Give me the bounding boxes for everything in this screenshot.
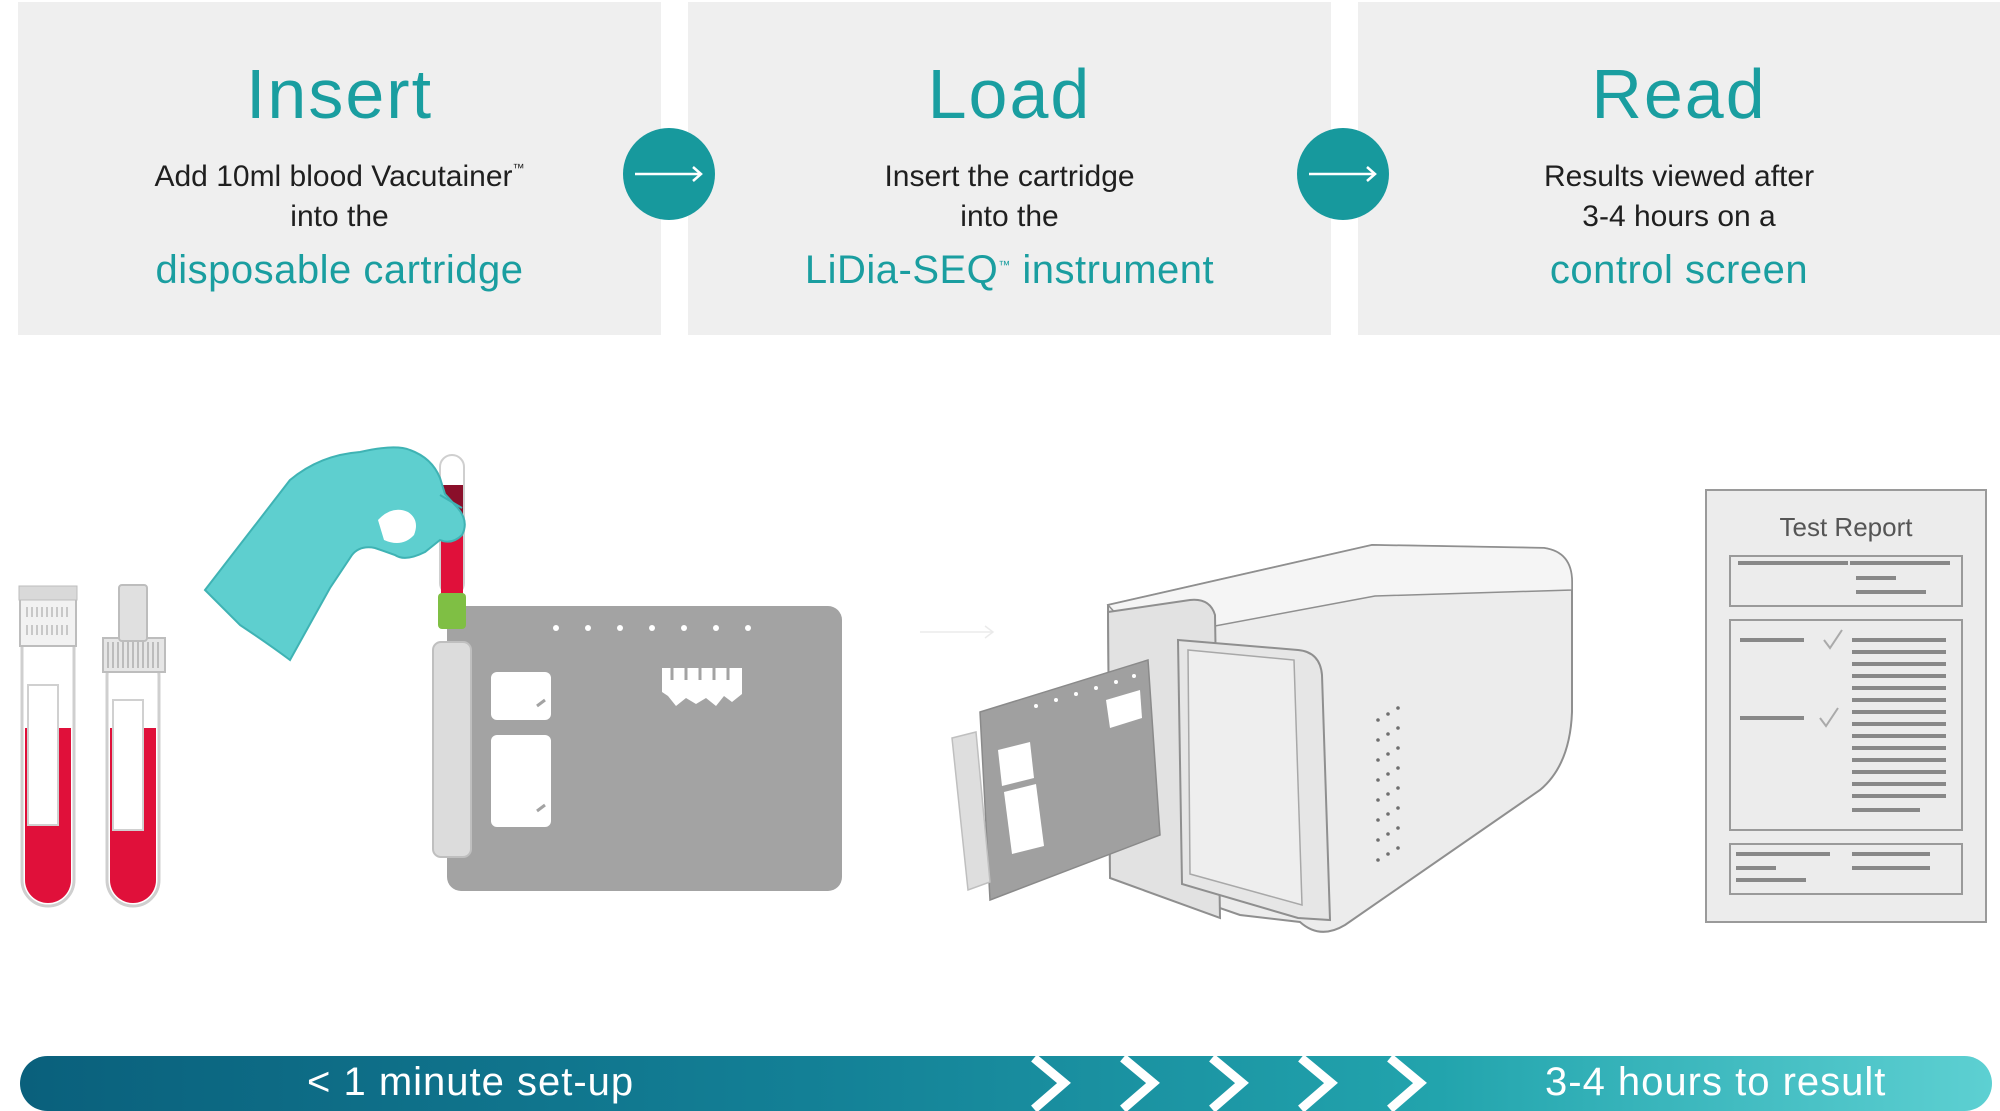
step-title: Insert (245, 55, 434, 133)
blood-tube-icon (102, 584, 166, 908)
test-report-icon: Test Report (1705, 489, 1987, 923)
timeline-right-label: 3-4 hours to result (1545, 1060, 1887, 1104)
step-highlight: disposable cartridge (155, 248, 524, 292)
arrow-right-icon (623, 128, 715, 220)
checkmark-icon (1823, 629, 1843, 650)
timeline-left-label: < 1 minute set-up (307, 1060, 635, 1104)
blood-tube-icon (18, 585, 78, 908)
step-highlight: LiDia-SEQ™ instrument (804, 248, 1215, 292)
step-line2: into the (290, 200, 389, 233)
process-illustration: Test Report (18, 446, 1987, 933)
chevron-right-icon (1031, 1056, 1071, 1111)
report-title: Test Report (1780, 512, 1914, 542)
step-line2: 3-4 hours on a (1582, 200, 1776, 233)
chevron-right-icon (1298, 1056, 1338, 1111)
step-line1: Results viewed after (1543, 160, 1815, 193)
arrow-right-icon (920, 625, 995, 639)
step-title: Read (1591, 55, 1767, 133)
chevron-right-icon (1209, 1056, 1249, 1111)
chevron-right-icon (1120, 1056, 1160, 1111)
timeline-chevrons (1031, 1056, 1427, 1111)
instrument-icon (951, 543, 1573, 933)
step-line1: Add 10ml blood Vacutainer™ (154, 160, 525, 193)
arrow-right-icon (1297, 128, 1389, 220)
checkmark-icon (1819, 707, 1839, 728)
gloved-hand-icon (203, 446, 466, 662)
timeline-bar: < 1 minute set-up 3-4 hours to result (20, 1056, 1992, 1111)
cartridge-icon (432, 606, 842, 891)
step-read-panel: Read Results viewed after 3-4 hours on a… (1358, 2, 2000, 335)
step-insert-panel: Insert Add 10ml blood Vacutainer™ into t… (18, 2, 661, 335)
step-title: Load (927, 55, 1092, 133)
step-line2: into the (960, 200, 1059, 233)
step-line1: Insert the cartridge (884, 160, 1135, 193)
chevron-right-icon (1387, 1056, 1427, 1111)
step-highlight: control screen (1549, 248, 1809, 292)
step-load-panel: Load Insert the cartridge into the LiDia… (688, 2, 1331, 335)
